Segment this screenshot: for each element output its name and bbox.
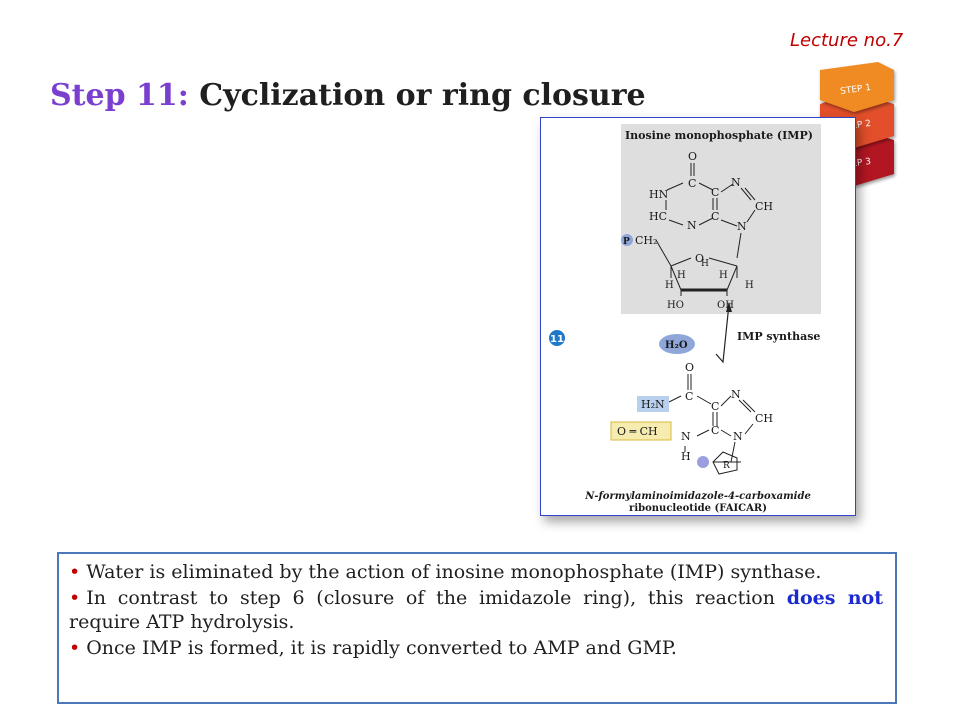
step-1-badge: STEP 1 — [820, 62, 894, 112]
svg-text:H: H — [665, 280, 674, 291]
step-number-badge — [549, 330, 565, 346]
step-number: 11 — [550, 334, 564, 345]
ribose-phosphate — [697, 456, 709, 468]
svg-text:OH: OH — [717, 300, 734, 311]
svg-text:HC: HC — [649, 210, 667, 223]
bullet-2-text-end: require ATP hydrolysis. — [69, 611, 295, 633]
enzyme-label: IMP synthase — [737, 330, 820, 343]
bullet-2-text: In contrast to step 6 (closure of the im… — [86, 587, 787, 609]
svg-text:C: C — [711, 186, 719, 199]
imp-panel — [621, 124, 821, 314]
step-1-label: STEP 1 — [840, 83, 872, 97]
reaction-arrow — [715, 303, 730, 364]
title-text: Cyclization or ring closure — [188, 78, 646, 113]
svg-text:N: N — [737, 220, 747, 233]
lecture-label: Lecture no.7 — [790, 30, 904, 51]
svg-text:HN: HN — [649, 188, 669, 201]
svg-text:H: H — [681, 450, 691, 463]
svg-text:N: N — [687, 219, 697, 232]
faicar-structure — [668, 374, 756, 463]
bullet-2: •In contrast to step 6 (closure of the i… — [69, 586, 883, 634]
svg-text:CH: CH — [755, 200, 773, 213]
svg-text:O: O — [685, 361, 694, 374]
svg-text:C: C — [688, 177, 696, 190]
formyl-highlight — [610, 421, 672, 441]
svg-text:N: N — [731, 176, 741, 189]
svg-text:O: O — [695, 252, 704, 265]
svg-text:H: H — [719, 270, 728, 281]
bullet-2-highlight: does not — [786, 587, 883, 609]
svg-text:N: N — [681, 430, 691, 443]
svg-text:R: R — [723, 461, 730, 471]
svg-text:C: C — [685, 390, 693, 403]
water-label: H₂O — [665, 340, 688, 351]
bullet-1: •Water is eliminated by the action of in… — [69, 560, 883, 584]
reaction-figure: Inosine monophosphate (IMP) — [540, 117, 856, 516]
svg-text:C: C — [711, 210, 719, 223]
slide-title: Step 11: Cyclization or ring closure — [50, 78, 646, 113]
imp-title: Inosine monophosphate (IMP) — [625, 129, 813, 142]
svg-text:C: C — [711, 400, 719, 413]
svg-text:H: H — [677, 270, 686, 281]
svg-text:P: P — [623, 237, 630, 247]
svg-text:CH₂: CH₂ — [635, 234, 657, 247]
bullet-3: •Once IMP is formed, it is rapidly conve… — [69, 636, 883, 660]
svg-text:N: N — [731, 388, 741, 401]
imp-structure — [655, 163, 756, 296]
water-highlight — [659, 334, 695, 354]
bullet-dot: • — [69, 561, 81, 583]
bullet-1-text: Water is eliminated by the action of ino… — [86, 561, 822, 583]
faicar-title-line2: ribonucleotide (FAICAR) — [629, 503, 767, 514]
bullet-dot: • — [69, 637, 81, 659]
phosphate-highlight — [621, 234, 633, 246]
h2n-highlight — [637, 396, 669, 412]
svg-text:H: H — [745, 280, 754, 291]
title-step: Step 11: — [50, 78, 189, 113]
svg-text:O ═ CH: O ═ CH — [617, 425, 658, 438]
svg-text:CH: CH — [755, 412, 773, 425]
notes-box: •Water is eliminated by the action of in… — [57, 552, 897, 704]
svg-text:H: H — [701, 259, 709, 269]
svg-text:H₂N: H₂N — [641, 398, 665, 411]
svg-text:HO: HO — [667, 300, 684, 311]
faicar-title-line1: N-formylaminoimidazole-4-carboxamide — [584, 491, 811, 502]
svg-text:N: N — [733, 430, 743, 443]
svg-text:C: C — [711, 424, 719, 437]
bullet-3-text: Once IMP is formed, it is rapidly conver… — [86, 637, 677, 659]
svg-text:O: O — [688, 150, 697, 163]
bullet-dot: • — [69, 587, 81, 609]
